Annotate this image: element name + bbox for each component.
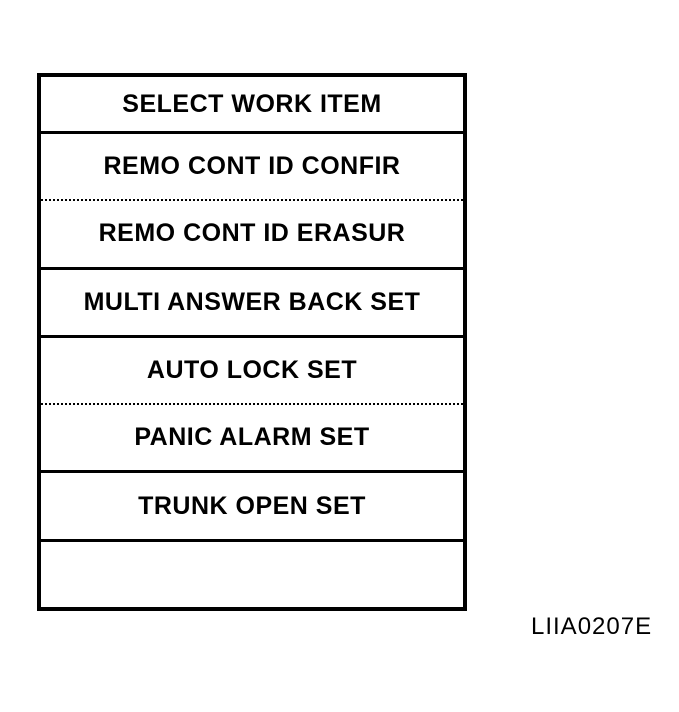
menu-title: SELECT WORK ITEM bbox=[122, 89, 382, 118]
menu-item-remo-cont-id-erasur[interactable]: REMO CONT ID ERASUR bbox=[41, 199, 463, 266]
work-item-menu-screen: SELECT WORK ITEM REMO CONT ID CONFIR REM… bbox=[37, 73, 467, 611]
menu-item-remo-cont-id-confir[interactable]: REMO CONT ID CONFIR bbox=[41, 131, 463, 199]
menu-item-trunk-open-set[interactable]: TRUNK OPEN SET bbox=[41, 470, 463, 538]
menu-item-auto-lock-set[interactable]: AUTO LOCK SET bbox=[41, 334, 463, 403]
menu-item-multi-answer-back-set[interactable]: MULTI ANSWER BACK SET bbox=[41, 266, 463, 335]
figure-code: LIIA0207E bbox=[531, 613, 653, 640]
menu-item-panic-alarm-set[interactable]: PANIC ALARM SET bbox=[41, 403, 463, 470]
menu-empty-row bbox=[41, 538, 463, 607]
